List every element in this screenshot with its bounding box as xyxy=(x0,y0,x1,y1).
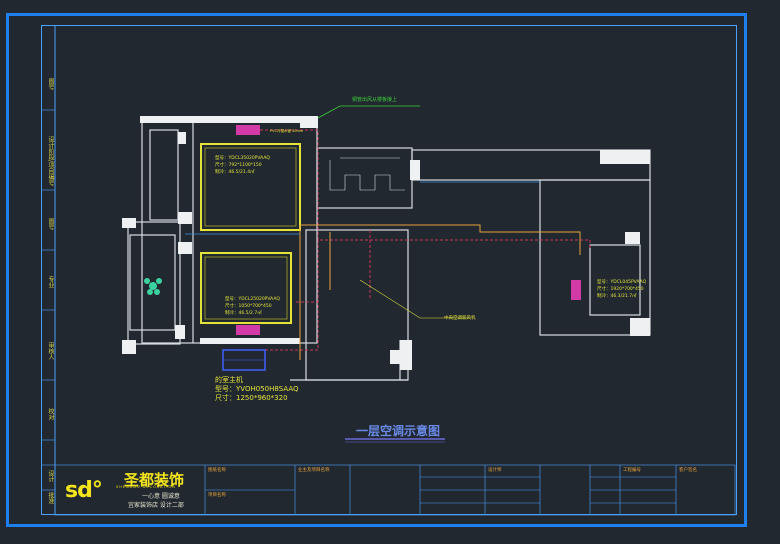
outdoor-size: 尺寸：1250*960*320 xyxy=(215,394,288,402)
unit-c-spec: 制冷：46.3/21.7㎡ xyxy=(597,294,637,299)
callout-machine: 中央空调新风机 xyxy=(444,316,476,321)
outer-frame xyxy=(6,13,747,527)
unit-b-model: 型号：YDCL25020PVAAQ xyxy=(225,297,280,302)
tb-project-name: 项目名称 xyxy=(208,493,226,498)
unit-b-size: 尺寸：1050*700*450 xyxy=(225,304,272,309)
tb-designer: 设计师 xyxy=(488,468,502,473)
logo-name: 圣都装饰 xyxy=(124,471,185,489)
side-label-1: 图号 xyxy=(47,78,54,90)
drawing-title: 一层空调示意图 xyxy=(356,424,441,438)
outdoor-model: 型号：YVOH050H8SAAQ xyxy=(215,385,299,393)
tb-project-no: 工程编号 xyxy=(623,468,641,473)
logo-mark: sd° xyxy=(65,478,103,503)
side-label-3: 图号 xyxy=(47,218,54,230)
inner-frame xyxy=(41,25,737,515)
side-label-8: 批准 xyxy=(47,492,54,504)
side-label-4: 专业 xyxy=(47,276,54,288)
plant-icon xyxy=(144,278,162,295)
duct-label: PVC冷凝水管 40mm xyxy=(270,129,304,133)
logo-tagline: SHENGDU DECORATION xyxy=(116,485,176,489)
unit-c-model: 型号：YDCL045PVAAQ xyxy=(597,280,647,285)
unit-a-spec: 制冷：46.5/21.4㎡ xyxy=(215,170,255,175)
unit-a-model: 型号：YDCL35020PVAAQ xyxy=(215,156,270,161)
outdoor-name: 的室主机 xyxy=(215,376,243,384)
tb-client: 业主及项目名称 xyxy=(298,468,330,473)
callout-pipe: 铜管出风从楼板接上 xyxy=(352,97,398,103)
side-label-5: 审核人 xyxy=(47,342,54,360)
condensate-lines xyxy=(299,224,581,360)
unit-a-size: 尺寸：792*1100*150 xyxy=(215,163,262,168)
refrigerant-lines xyxy=(260,129,591,351)
side-label-7: 设计 xyxy=(47,470,54,482)
staircase xyxy=(329,157,405,191)
unit-c-size: 尺寸：1920*700*450 xyxy=(597,287,644,292)
side-label-2: 设计阶段/项目编号 xyxy=(47,136,54,187)
tb-client-sign: 客户签名 xyxy=(679,468,697,473)
tb-drawing-name: 图纸名称 xyxy=(208,468,226,473)
title-block-grid xyxy=(54,464,736,516)
wall-blocks xyxy=(122,116,650,370)
logo-motto-1: 一心意 圆诚意 xyxy=(142,493,180,500)
side-label-6: 校对 xyxy=(47,408,54,420)
unit-b-spec: 制冷：46.5/2.7㎡ xyxy=(225,311,262,316)
air-grilles xyxy=(236,125,581,335)
logo-motto-2: 宜家装饰店 设计二部 xyxy=(128,502,184,509)
indoor-units xyxy=(200,143,301,324)
